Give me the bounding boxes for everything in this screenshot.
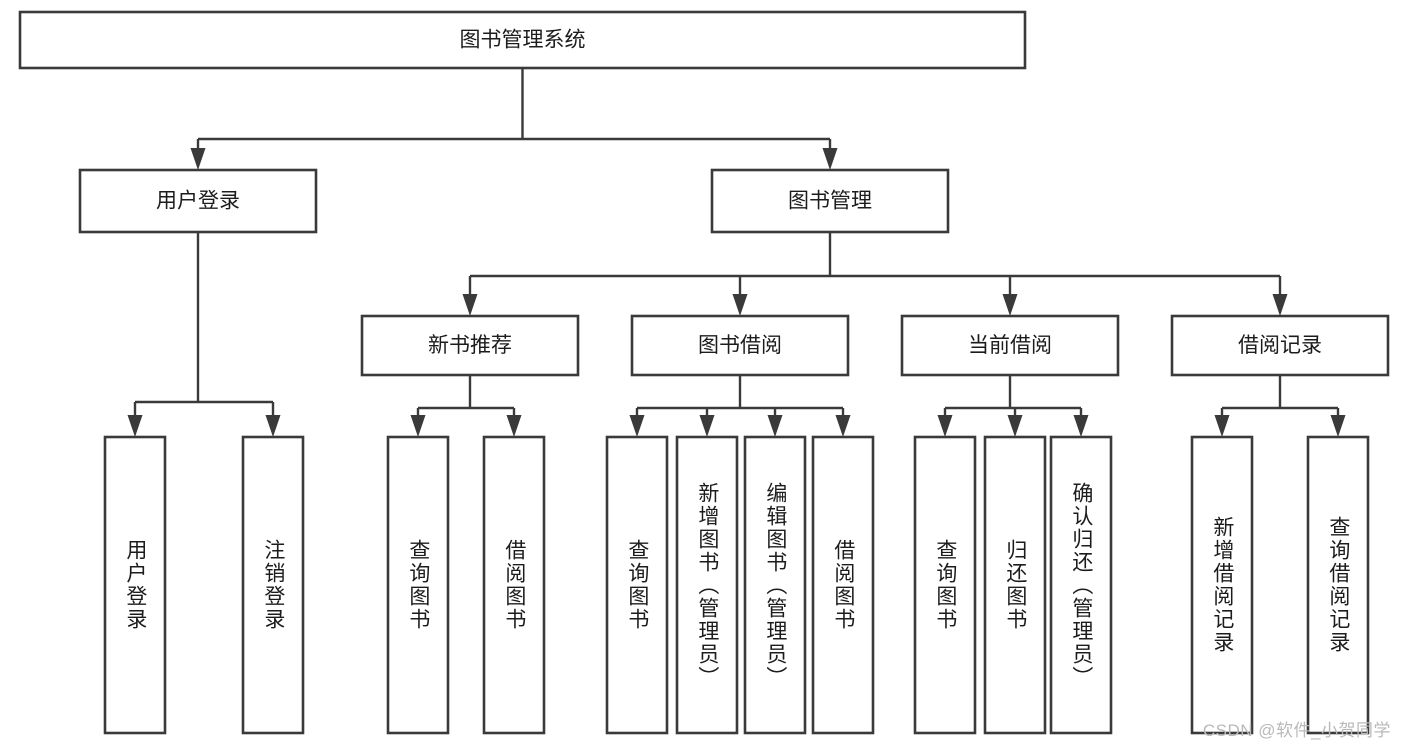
node-box-new-book-recommend[interactable]	[360, 314, 580, 377]
connector-arrowhead-icon	[1330, 415, 1346, 437]
node-box-leaf-query-borrow-record[interactable]	[1306, 435, 1370, 735]
node-box-leaf-borrow-book[interactable]	[811, 435, 875, 735]
connector-arrowhead-icon	[1272, 294, 1288, 316]
node-leaf-add-borrow-record[interactable]	[1190, 435, 1254, 735]
connector-group	[462, 232, 1288, 316]
connector-arrowhead-icon	[835, 415, 851, 437]
node-leaf-query-book-borrow[interactable]	[605, 435, 669, 735]
connector-arrowhead-icon	[1002, 294, 1018, 316]
connector-arrowhead-icon	[190, 148, 206, 170]
connector-arrowhead-icon	[1214, 415, 1230, 437]
connector-group	[190, 68, 838, 170]
node-label-root: 图书管理系统	[460, 29, 586, 52]
connector-arrowhead-icon	[506, 415, 522, 437]
node-label-new-book-recommend: 新书推荐	[428, 334, 512, 357]
node-box-current-borrow[interactable]	[900, 314, 1120, 377]
node-box-borrow-record[interactable]	[1170, 314, 1390, 377]
node-box-leaf-logout[interactable]	[241, 435, 305, 735]
node-root[interactable]: 图书管理系统	[18, 10, 1027, 70]
node-box-book-borrow[interactable]	[630, 314, 850, 377]
node-box-root[interactable]	[18, 10, 1027, 70]
connector-arrowhead-icon	[1073, 415, 1089, 437]
node-box-leaf-query-book-borrow[interactable]	[605, 435, 669, 735]
node-box-leaf-edit-book[interactable]	[743, 435, 807, 735]
connector-arrowhead-icon	[462, 294, 478, 316]
node-leaf-logout[interactable]	[241, 435, 305, 735]
node-leaf-borrow-book-recommend[interactable]	[482, 435, 546, 735]
node-leaf-add-book[interactable]	[675, 435, 739, 735]
node-book-manage[interactable]: 图书管理	[710, 168, 950, 234]
csdn-watermark: CSDN @软件_小贺同学	[1202, 721, 1391, 740]
connector-arrowhead-icon	[629, 415, 645, 437]
connector-group	[1214, 375, 1346, 437]
connector-group	[629, 375, 851, 437]
connector-group	[410, 375, 522, 437]
connector-arrowhead-icon	[822, 148, 838, 170]
connector-group	[937, 375, 1089, 437]
node-box-leaf-add-borrow-record[interactable]	[1190, 435, 1254, 735]
node-label-current-borrow: 当前借阅	[968, 334, 1052, 357]
node-current-borrow[interactable]: 当前借阅	[900, 314, 1120, 377]
connector-arrowhead-icon	[767, 415, 783, 437]
connector-arrowhead-icon	[265, 415, 281, 437]
node-label-book-borrow: 图书借阅	[698, 334, 782, 357]
connector-layer	[127, 68, 1346, 437]
node-box-user-login[interactable]	[78, 168, 318, 234]
node-box-leaf-borrow-book-recommend[interactable]	[482, 435, 546, 735]
node-box-leaf-add-book[interactable]	[675, 435, 739, 735]
node-leaf-query-book-recommend[interactable]	[386, 435, 450, 735]
node-leaf-query-borrow-record[interactable]	[1306, 435, 1370, 735]
node-new-book-recommend[interactable]: 新书推荐	[360, 314, 580, 377]
connector-arrowhead-icon	[127, 415, 143, 437]
connector-group	[127, 232, 281, 437]
node-box-leaf-query-book-current[interactable]	[913, 435, 977, 735]
node-label-user-login: 用户登录	[156, 190, 240, 213]
node-user-login[interactable]: 用户登录	[78, 168, 318, 234]
connector-arrowhead-icon	[732, 294, 748, 316]
node-box-leaf-query-book-recommend[interactable]	[386, 435, 450, 735]
node-leaf-confirm-return[interactable]	[1049, 435, 1113, 735]
connector-arrowhead-icon	[1007, 415, 1023, 437]
node-borrow-record[interactable]: 借阅记录	[1170, 314, 1390, 377]
node-leaf-borrow-book[interactable]	[811, 435, 875, 735]
connector-arrowhead-icon	[699, 415, 715, 437]
node-leaf-user-login[interactable]	[103, 435, 167, 735]
node-box-leaf-user-login[interactable]	[103, 435, 167, 735]
node-book-borrow[interactable]: 图书借阅	[630, 314, 850, 377]
node-label-book-manage: 图书管理	[788, 190, 872, 213]
connector-arrowhead-icon	[410, 415, 426, 437]
node-box-leaf-return-book[interactable]	[983, 435, 1047, 735]
node-leaf-edit-book[interactable]	[743, 435, 807, 735]
node-leaf-return-book[interactable]	[983, 435, 1047, 735]
node-label-borrow-record: 借阅记录	[1238, 334, 1322, 357]
node-box-leaf-confirm-return[interactable]	[1049, 435, 1113, 735]
connector-arrowhead-icon	[937, 415, 953, 437]
node-leaf-query-book-current[interactable]	[913, 435, 977, 735]
node-box-book-manage[interactable]	[710, 168, 950, 234]
